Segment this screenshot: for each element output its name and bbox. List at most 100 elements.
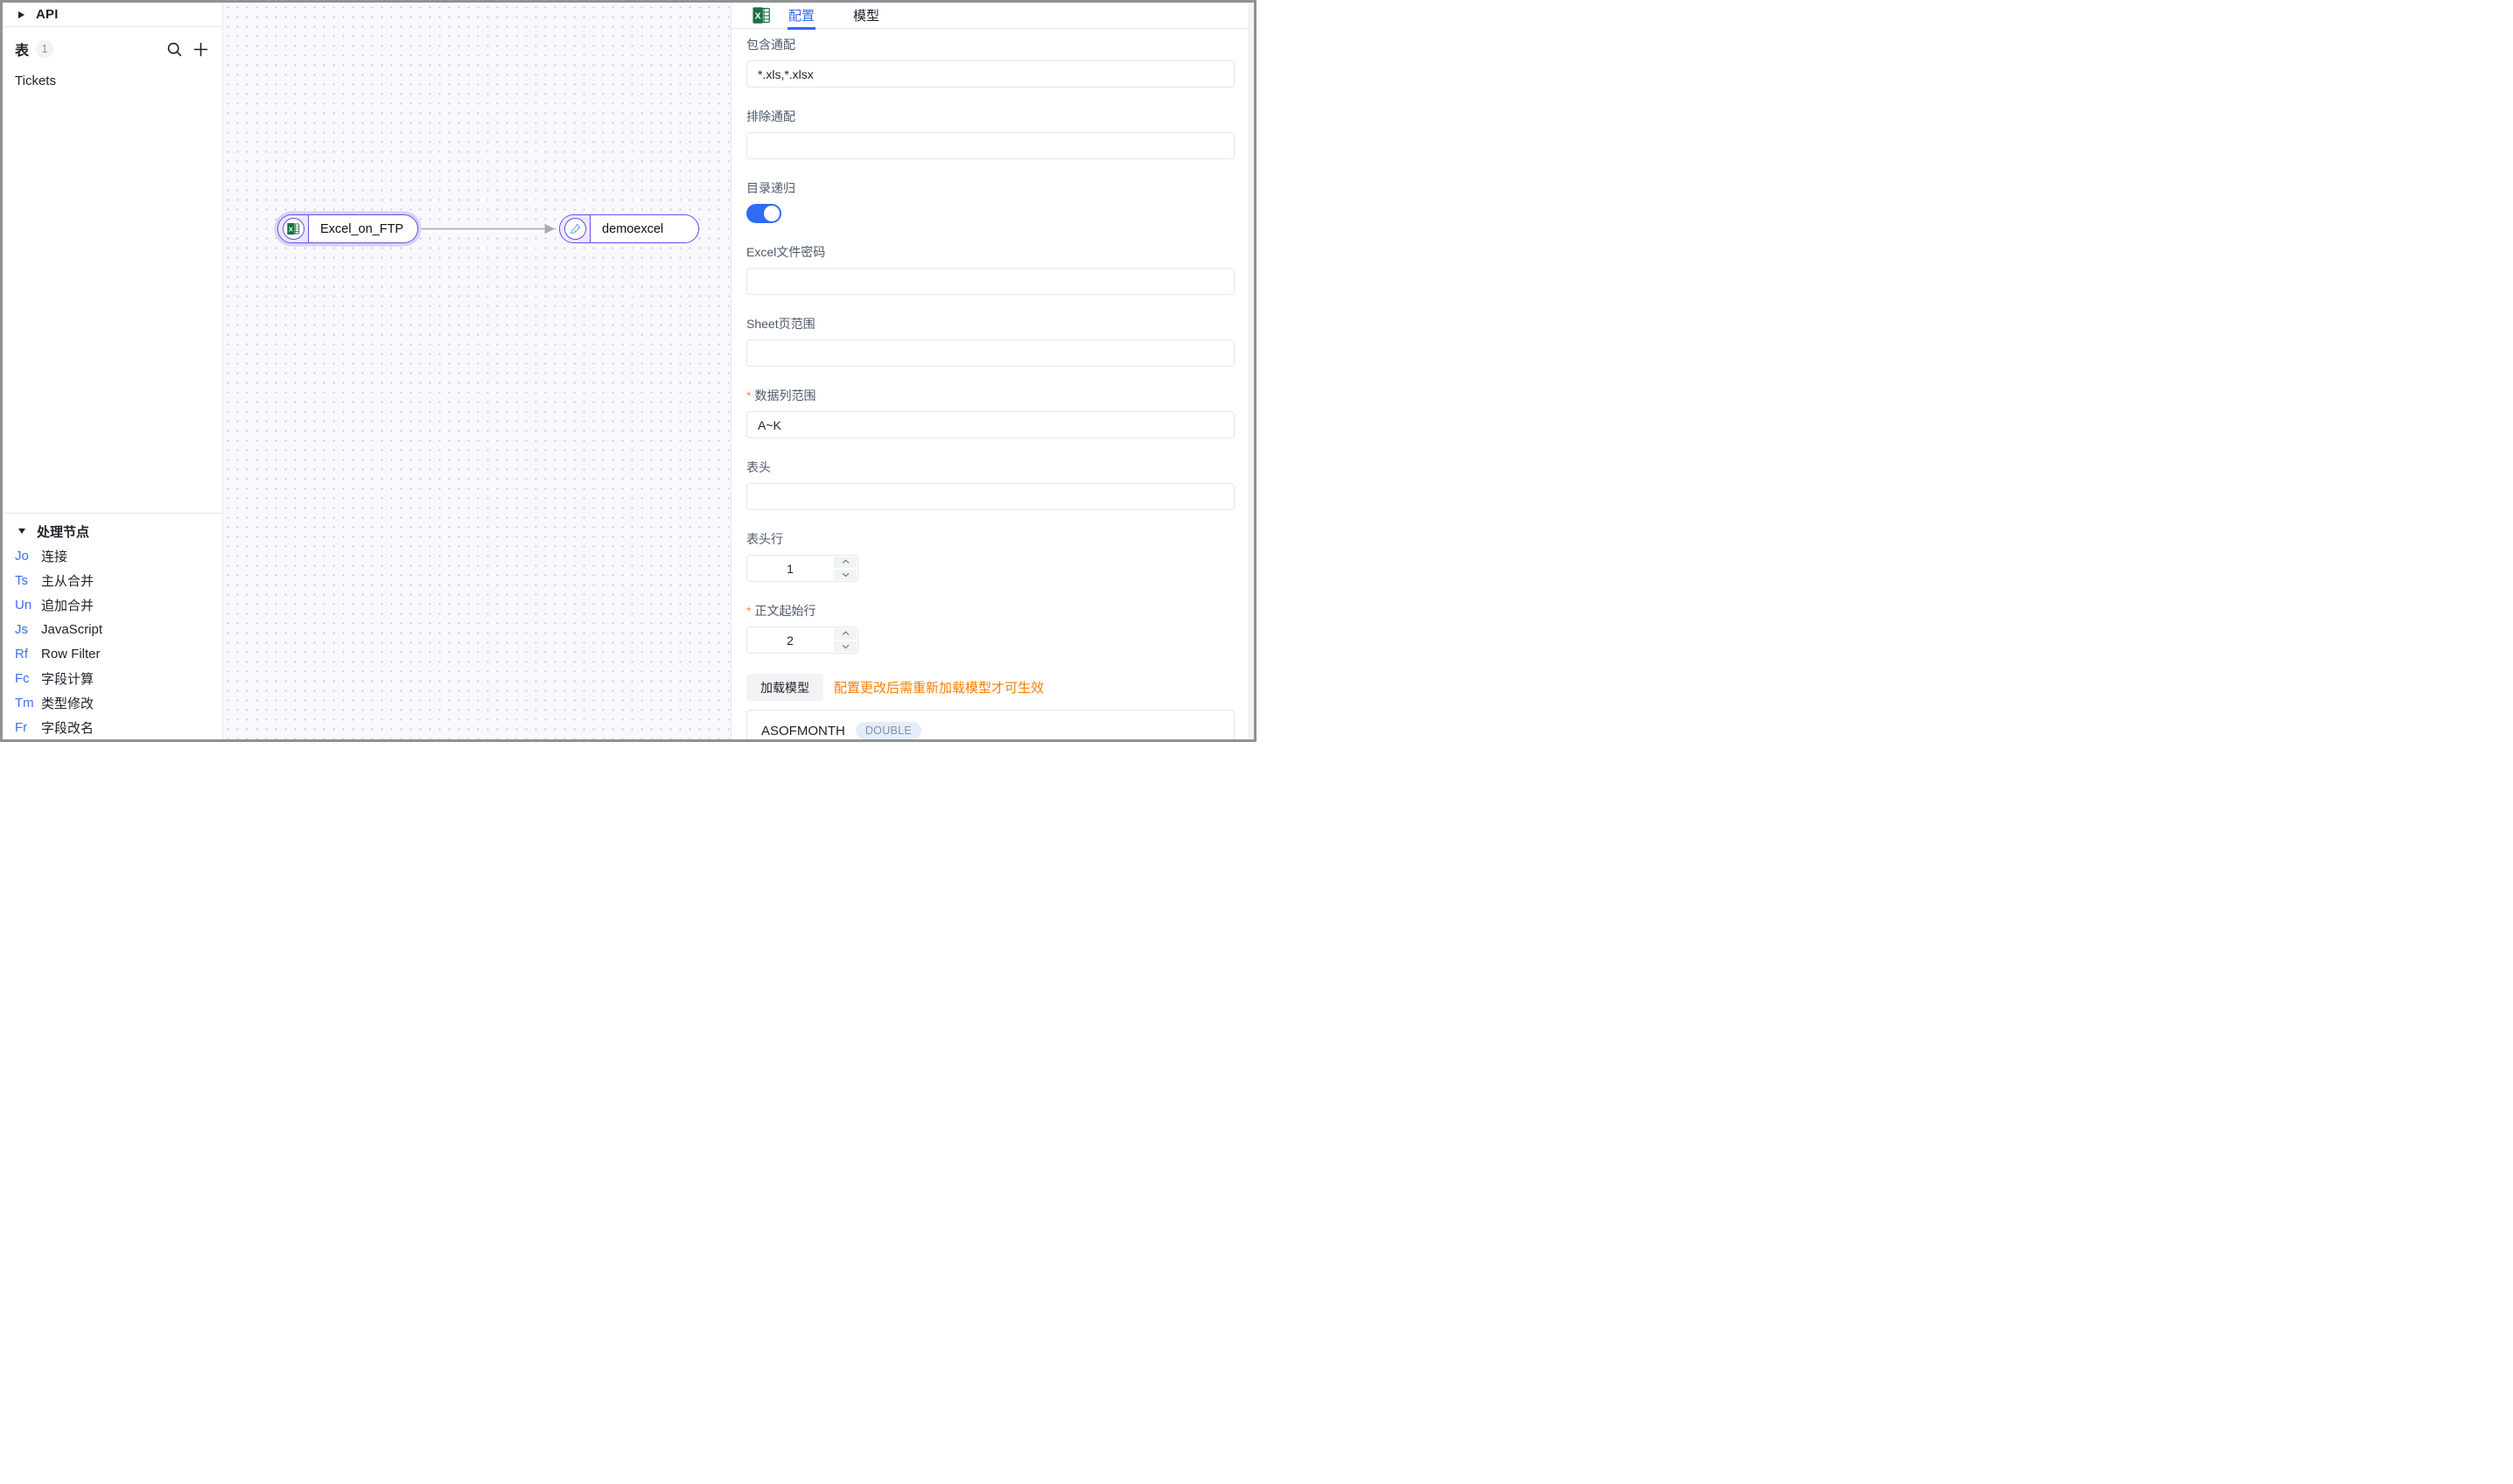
decrement-button[interactable] bbox=[834, 569, 857, 580]
tab-config[interactable]: 配置 bbox=[788, 3, 816, 30]
svg-text:X: X bbox=[288, 225, 292, 233]
tables-count-badge: 1 bbox=[36, 40, 54, 58]
increment-button[interactable] bbox=[834, 556, 857, 568]
field-label: 包含通配 bbox=[746, 38, 795, 52]
increment-button[interactable] bbox=[834, 628, 857, 640]
decrement-button[interactable] bbox=[834, 640, 857, 652]
node-item-field-rename[interactable]: Fr 字段改名 bbox=[3, 715, 222, 739]
excel-file-icon: X bbox=[752, 6, 771, 24]
field-exclude-pattern: 排除通配 bbox=[746, 108, 1235, 159]
search-icon bbox=[167, 42, 181, 56]
node-item-master-slave-merge[interactable]: Ts 主从合并 bbox=[3, 568, 222, 592]
chevron-down-icon bbox=[842, 644, 849, 649]
model-field-name: ASOFMONTH bbox=[761, 723, 845, 738]
field-sheet-range: Sheet页范围 bbox=[746, 315, 1235, 367]
tab-model-label: 模型 bbox=[853, 9, 880, 24]
node-label: 字段改名 bbox=[41, 720, 94, 736]
field-include-pattern: 包含通配 bbox=[746, 36, 1235, 88]
node-prefix: Un bbox=[15, 597, 32, 612]
node-item-javascript[interactable]: Js JavaScript bbox=[3, 617, 222, 641]
field-header: 表头 bbox=[746, 458, 1235, 510]
sidebar-spacer bbox=[3, 94, 222, 513]
node-title: Excel_on_FTP bbox=[320, 221, 404, 236]
collapsed-arrow-icon bbox=[18, 10, 24, 18]
field-label-text: 正文起始行 bbox=[754, 604, 816, 618]
field-label: Sheet页范围 bbox=[746, 317, 816, 331]
node-label: 字段计算 bbox=[41, 671, 94, 687]
header-row-stepper bbox=[746, 555, 858, 582]
node-icon-circle bbox=[564, 218, 586, 240]
expanded-arrow-icon bbox=[18, 528, 25, 534]
node-label: Row Filter bbox=[41, 646, 101, 662]
svg-text:X: X bbox=[755, 10, 761, 21]
sheet-range-input[interactable] bbox=[746, 340, 1235, 367]
tables-header: 表 1 bbox=[3, 34, 222, 64]
load-model-button[interactable]: 加载模型 bbox=[746, 674, 823, 701]
body-start-row-stepper bbox=[746, 626, 858, 654]
field-label: 表头行 bbox=[746, 532, 783, 546]
node-label: 主从合并 bbox=[41, 573, 94, 589]
required-marker: * bbox=[746, 604, 752, 618]
exclude-pattern-input[interactable] bbox=[746, 132, 1235, 159]
node-prefix: Jo bbox=[15, 548, 29, 564]
config-panel: X 配置 模型 包含通配 排除通配 目录递归 bbox=[731, 3, 1254, 739]
include-pattern-input[interactable] bbox=[746, 60, 1235, 88]
node-item-union-merge[interactable]: Un 追加合并 bbox=[3, 592, 222, 617]
model-fields-container: ASOFMONTH DOUBLE bbox=[746, 710, 1235, 739]
node-icon-area bbox=[560, 215, 591, 242]
config-form: 包含通配 排除通配 目录递归 Excel文件密码 Sheet页范围 bbox=[732, 29, 1254, 739]
search-button[interactable] bbox=[164, 39, 184, 59]
data-col-range-input[interactable] bbox=[746, 411, 1235, 438]
load-model-row: 加载模型 配置更改后需重新加载模型才可生效 bbox=[746, 674, 1235, 701]
chevron-up-icon bbox=[842, 631, 849, 636]
flow-node-excel-on-ftp[interactable]: X Excel_on_FTP bbox=[277, 214, 418, 243]
node-item-join[interactable]: Jo 连接 bbox=[3, 543, 222, 568]
field-label: * 正文起始行 bbox=[746, 602, 1235, 620]
load-model-warning: 配置更改后需重新加载模型才可生效 bbox=[834, 681, 1045, 696]
node-icon-area: X bbox=[278, 215, 309, 242]
tab-model[interactable]: 模型 bbox=[853, 3, 879, 29]
toggle-knob bbox=[764, 206, 780, 221]
table-item-tickets[interactable]: Tickets bbox=[15, 73, 56, 88]
sidebar-section-api[interactable]: API bbox=[3, 3, 222, 27]
field-label: * 数据列范围 bbox=[746, 387, 1235, 404]
node-title: demoexcel bbox=[602, 221, 664, 236]
node-icon-circle: X bbox=[282, 218, 304, 240]
node-prefix: Ts bbox=[15, 572, 28, 588]
node-prefix: Tm bbox=[15, 695, 34, 710]
chevron-down-icon bbox=[842, 572, 849, 578]
excel-password-input[interactable] bbox=[746, 268, 1235, 295]
api-section-label: API bbox=[36, 7, 59, 22]
model-field-row: ASOFMONTH DOUBLE bbox=[761, 722, 1220, 739]
node-prefix: Fr bbox=[15, 719, 28, 735]
field-excel-password: Excel文件密码 bbox=[746, 243, 1235, 295]
node-label: 类型修改 bbox=[41, 696, 94, 711]
field-label: 表头 bbox=[746, 460, 771, 474]
header-input[interactable] bbox=[746, 483, 1235, 510]
node-item-row-filter[interactable]: Rf Row Filter bbox=[3, 641, 222, 666]
processing-nodes-header[interactable]: 处理节点 bbox=[3, 519, 222, 543]
field-dir-recursive: 目录递归 bbox=[746, 179, 1235, 223]
excel-icon: X bbox=[286, 222, 299, 235]
node-prefix: Js bbox=[15, 621, 28, 637]
field-header-row: 表头行 bbox=[746, 530, 1235, 582]
panel-scrollbar[interactable] bbox=[1249, 3, 1254, 739]
sidebar: API 表 1 Tickets bbox=[3, 3, 223, 739]
flow-node-demoexcel[interactable]: demoexcel bbox=[559, 214, 699, 243]
node-label: 连接 bbox=[41, 549, 68, 564]
dir-recursive-toggle[interactable] bbox=[746, 204, 781, 223]
processing-nodes-section: 处理节点 Jo 连接 Ts 主从合并 Un 追加合并 Js JavaScript… bbox=[3, 513, 222, 739]
node-prefix: Fc bbox=[15, 670, 30, 686]
add-table-button[interactable] bbox=[191, 39, 210, 59]
field-label: 排除通配 bbox=[746, 109, 795, 123]
edge-connector bbox=[421, 223, 555, 234]
flow-canvas[interactable]: X Excel_on_FTP demoexcel bbox=[223, 3, 731, 739]
node-label: JavaScript bbox=[41, 621, 103, 637]
node-item-field-calc[interactable]: Fc 字段计算 bbox=[3, 666, 222, 690]
field-label: Excel文件密码 bbox=[746, 245, 826, 259]
node-label: 追加合并 bbox=[41, 598, 94, 613]
node-item-type-modify[interactable]: Tm 类型修改 bbox=[3, 690, 222, 715]
field-label: 目录递归 bbox=[746, 181, 795, 195]
tab-config-label: 配置 bbox=[788, 9, 816, 24]
node-prefix: Rf bbox=[15, 646, 28, 662]
